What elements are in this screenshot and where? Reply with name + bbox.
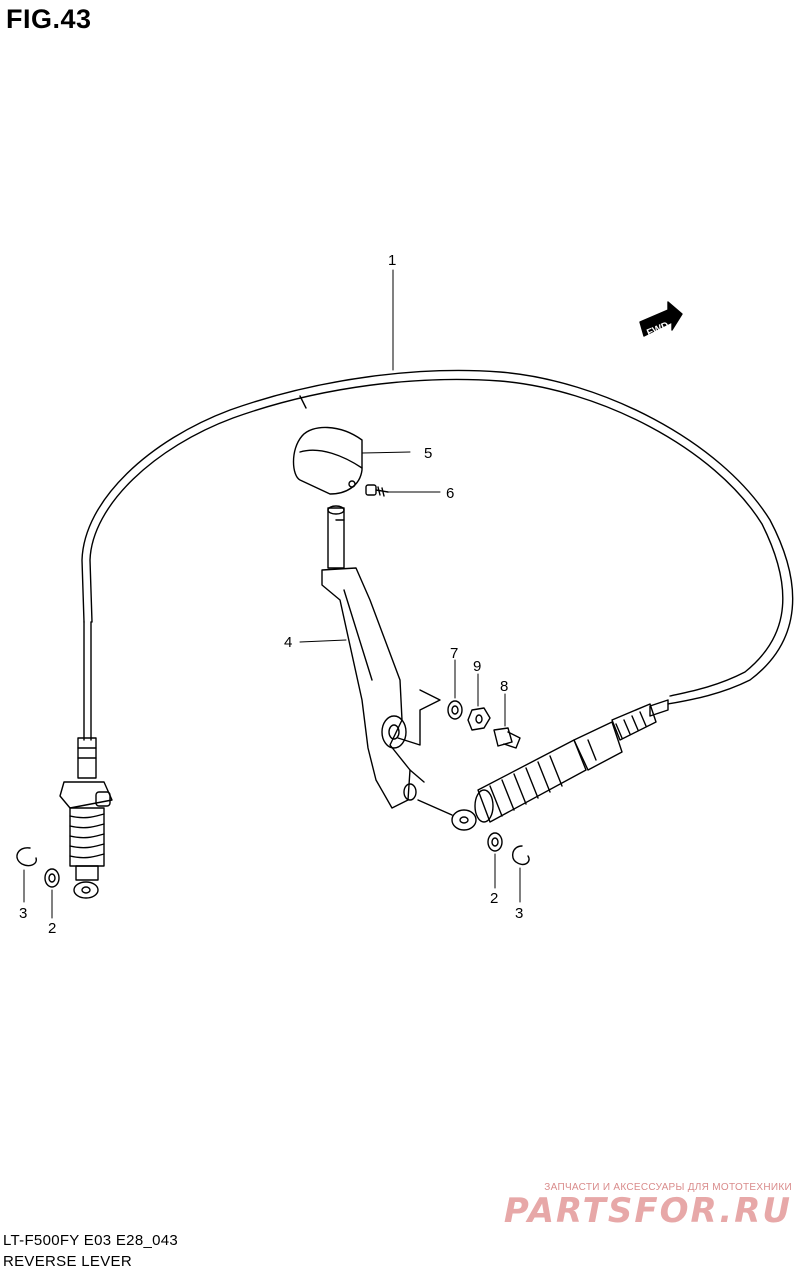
lever-knob [292, 426, 363, 495]
clip-3-left [16, 847, 37, 867]
callout-8: 8 [500, 678, 508, 695]
callout-6: 6 [446, 485, 454, 502]
bolt-8 [493, 727, 521, 749]
callout-4: 4 [284, 634, 292, 651]
callout-7: 7 [450, 645, 458, 662]
washer-2-left [44, 868, 60, 888]
figure-title: FIG.43 [6, 4, 92, 34]
clip-3-right [511, 845, 530, 866]
watermark-tagline: ЗАПЧАСТИ И АКСЕССУАРЫ ДЛЯ МОТОТЕХНИКИ [544, 1182, 792, 1193]
watermark: ЗАПЧАСТИ И АКСЕССУАРЫ ДЛЯ МОТОТЕХНИКИ PA… [488, 1182, 792, 1231]
callout-3-right: 3 [515, 905, 523, 922]
model-code: LT-F500FY E03 E28_043 [3, 1232, 179, 1249]
section-name: REVERSE LEVER [3, 1253, 132, 1270]
callout-1: 1 [388, 252, 396, 269]
nut-9 [467, 707, 491, 731]
callout-3-left: 3 [19, 905, 27, 922]
callout-2-right: 2 [490, 890, 498, 907]
fwd-arrow-icon [639, 301, 683, 337]
callout-2-left: 2 [48, 920, 56, 937]
reverse-cable [59, 369, 794, 899]
washer-7 [447, 700, 463, 720]
knob-screw [365, 484, 389, 497]
callout-9: 9 [473, 658, 481, 675]
watermark-brand: PARTSFOR.RU [503, 1191, 792, 1231]
reverse-lever-arm [321, 505, 453, 816]
washer-2-right [487, 832, 503, 852]
callout-5: 5 [424, 445, 432, 462]
